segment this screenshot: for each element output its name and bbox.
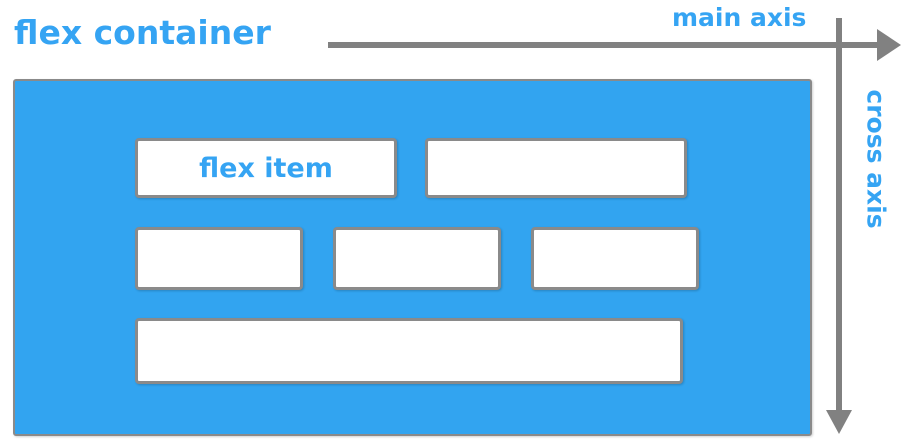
flex-item (333, 227, 501, 290)
main-axis-label: main axis (672, 3, 807, 32)
flex-item (425, 138, 687, 198)
cross-axis-label: cross axis (861, 89, 891, 229)
flex-item: flex item (135, 138, 397, 198)
flex-row-2 (135, 227, 699, 290)
flex-container-box: flex item (13, 79, 812, 436)
flex-item (531, 227, 699, 290)
flex-row-3 (135, 318, 683, 384)
flex-item (135, 227, 303, 290)
flex-row-1: flex item (135, 138, 687, 198)
main-axis-arrow-icon (877, 29, 901, 61)
flex-container-label: flex container (14, 13, 271, 52)
cross-axis-line (836, 18, 842, 414)
main-axis-line (328, 42, 884, 48)
cross-axis-arrow-icon (826, 410, 852, 434)
row-gap (397, 168, 425, 169)
flex-item (135, 318, 683, 384)
flex-item-label: flex item (199, 152, 333, 184)
row-gap (303, 258, 333, 259)
row-gap (501, 258, 531, 259)
